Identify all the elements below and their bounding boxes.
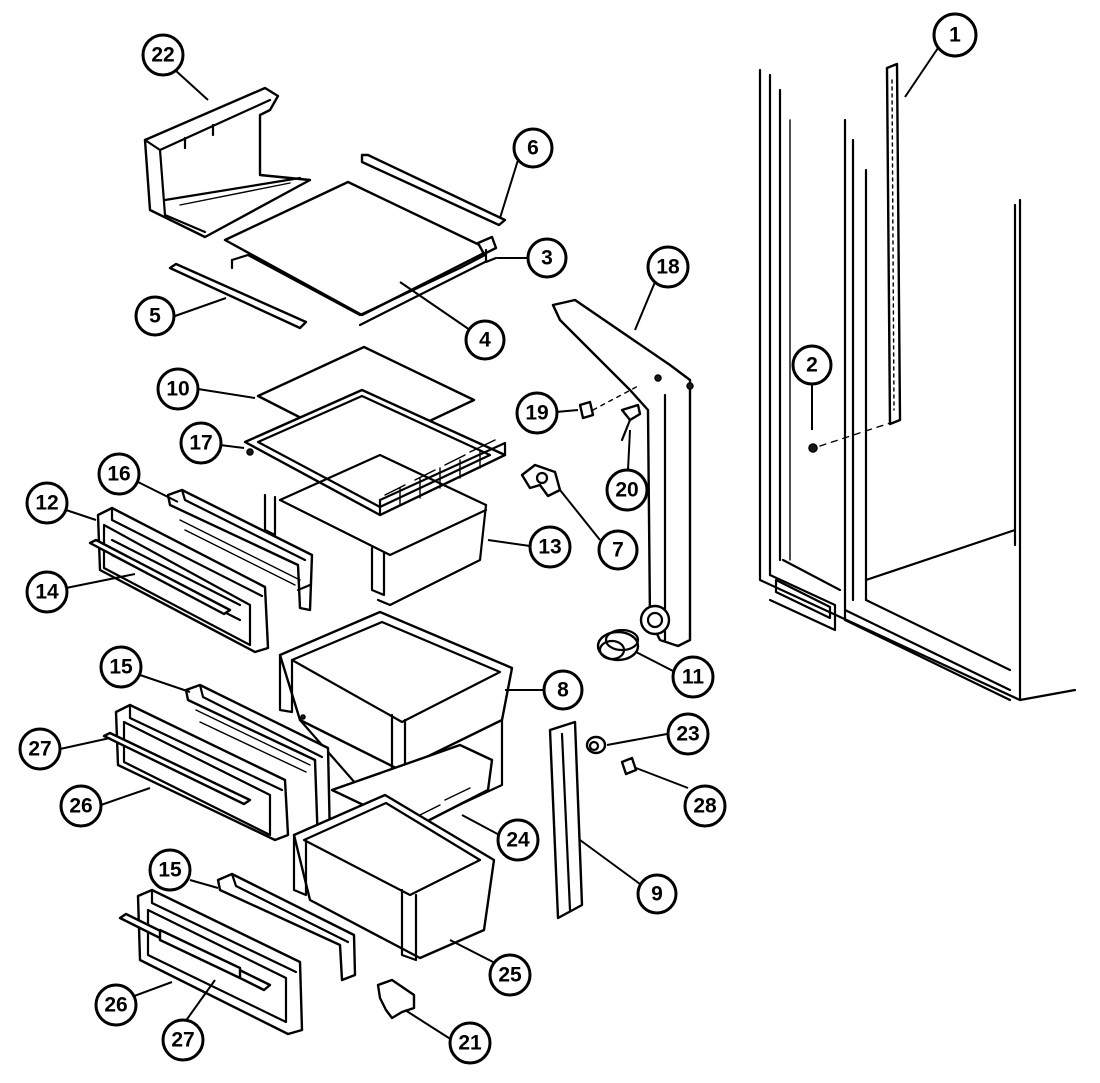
callout-label: 25	[498, 964, 522, 987]
callout-label: 5	[149, 305, 161, 328]
callout-label: 11	[682, 666, 705, 689]
callout-label: 8	[557, 679, 569, 702]
callout-20: 20	[605, 468, 649, 512]
callout-11: 11	[671, 655, 715, 699]
callout-17: 17	[179, 421, 223, 465]
callout-12: 12	[25, 481, 69, 525]
part-20-screw	[620, 403, 642, 442]
callout-25: 25	[488, 953, 532, 997]
callout-24: 24	[496, 818, 540, 862]
part-28-screw	[620, 756, 638, 776]
callout-21: 21	[448, 1021, 492, 1065]
callout-2: 2	[791, 344, 833, 386]
callout-label: 7	[612, 539, 624, 562]
part-13-crisper-liner	[263, 453, 488, 607]
callout-16: 16	[97, 452, 141, 496]
part-27b-handle	[118, 912, 272, 992]
callout-label: 24	[506, 829, 530, 852]
part-22-housing	[143, 86, 312, 239]
callout-label: 12	[35, 492, 58, 515]
callout-label: 10	[166, 378, 189, 401]
callout-label: 15	[109, 656, 133, 679]
part-25-crisper-drawer	[292, 793, 496, 962]
callout-label: 27	[171, 1029, 194, 1052]
callout-label: 2	[806, 354, 818, 377]
callout-4: 4	[464, 319, 506, 361]
callout-7: 7	[597, 529, 639, 571]
callout-18: 18	[646, 245, 690, 289]
callout-23: 23	[666, 712, 710, 756]
leader-lines	[59, 47, 939, 1041]
part-23-grommet	[585, 735, 607, 755]
part-3-bracket	[476, 235, 498, 264]
callout-label: 9	[651, 883, 663, 906]
callout-label: 22	[151, 44, 174, 67]
callout-label: 3	[541, 247, 553, 270]
callout-5: 5	[134, 295, 176, 337]
callouts: 1 2 3 4 5 6 7 8	[18, 12, 978, 1065]
callout-label: 19	[525, 402, 548, 425]
callout-26: 26	[59, 784, 103, 828]
part-27-handle	[102, 731, 252, 806]
callout-15: 15	[99, 645, 143, 689]
part-21-latch	[376, 978, 416, 1020]
callout-8: 8	[542, 669, 584, 711]
callout-22: 22	[141, 33, 185, 77]
callout-label: 16	[107, 463, 130, 486]
callout-label: 4	[479, 329, 491, 352]
callout-13: 13	[528, 525, 572, 569]
callout-label: 17	[189, 432, 212, 455]
part-7-clip	[520, 463, 562, 498]
callout-label: 21	[458, 1032, 482, 1055]
part-26-drawer-front	[114, 703, 290, 842]
callout-26b: 26	[94, 983, 138, 1027]
callout-3: 3	[526, 237, 568, 279]
callout-label: 26	[104, 994, 127, 1017]
part-1-shelf-rail	[885, 62, 902, 426]
callout-label: 28	[693, 795, 717, 818]
part-15b-drawer-front-trim	[216, 872, 357, 982]
callout-label: 27	[28, 738, 51, 761]
part-18-support-arm	[551, 298, 694, 648]
part-6-shelf-trim	[360, 153, 507, 227]
callout-27b: 27	[161, 1018, 205, 1062]
callout-6: 6	[512, 127, 554, 169]
callout-label: 20	[615, 479, 638, 502]
callout-label: 14	[35, 581, 59, 604]
part-9-side-rail	[548, 720, 584, 920]
part-14-handle	[88, 538, 232, 616]
callout-label: 26	[69, 795, 92, 818]
callout-label: 15	[158, 859, 182, 882]
callout-label: 13	[538, 536, 561, 559]
part-11-bushing	[596, 628, 640, 662]
callout-27: 27	[18, 727, 62, 771]
part-5-shelf-trim	[168, 262, 308, 330]
callout-label: 23	[676, 723, 699, 746]
callout-10: 10	[156, 367, 200, 411]
callout-1: 1	[932, 12, 978, 58]
callout-19: 19	[515, 391, 559, 435]
callout-label: 18	[656, 256, 680, 279]
part-2-screw	[808, 422, 891, 453]
callout-label: 1	[949, 24, 961, 47]
callout-14: 14	[25, 570, 69, 614]
callout-28: 28	[683, 784, 727, 828]
part-19-cap	[578, 384, 641, 420]
part-16-drawer-front-trim	[166, 488, 314, 612]
callout-label: 6	[527, 137, 539, 160]
callout-15b: 15	[148, 848, 192, 892]
refrigerator-cabinet	[758, 68, 1077, 702]
callout-9: 9	[636, 873, 678, 915]
